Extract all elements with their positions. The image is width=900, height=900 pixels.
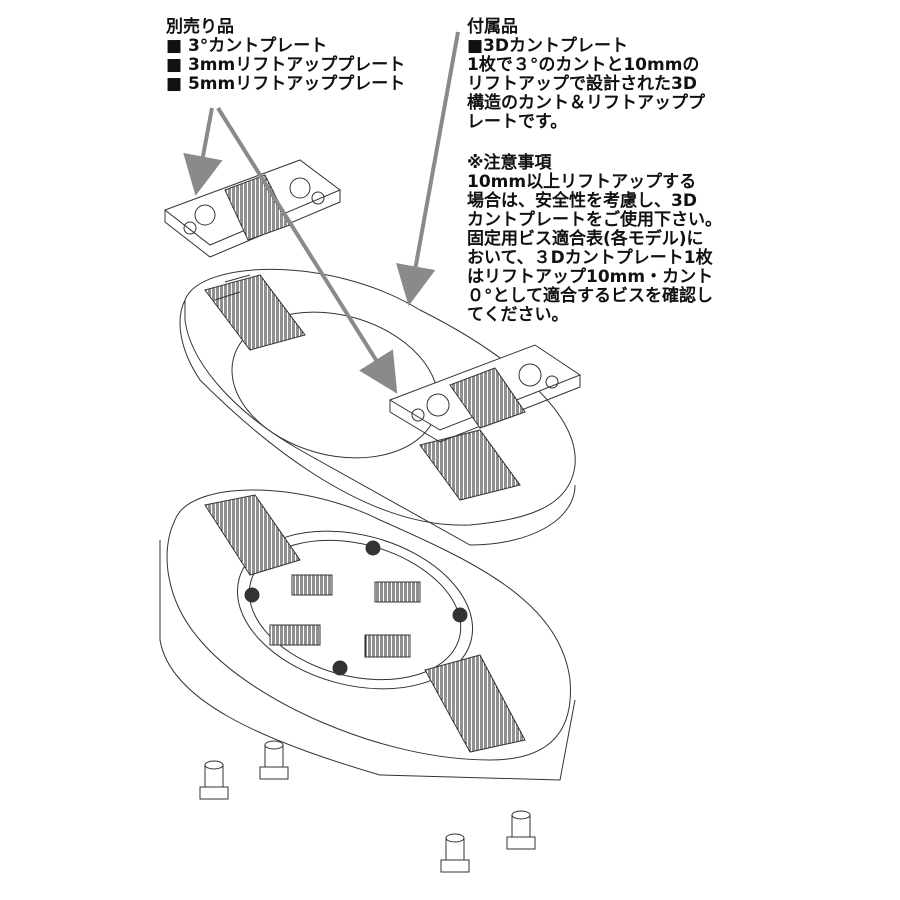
notice-line: 10mm以上リフトアップする <box>467 172 697 192</box>
included-description-line: リフトアップで設計された3D <box>467 74 697 94</box>
notice-line: カントプレートをご使用下さい。 <box>467 210 722 230</box>
included-description-line: 1枚で３°のカントと10mmの <box>467 55 700 75</box>
binding-base <box>159 489 576 781</box>
notice-line: てください。 <box>467 305 569 325</box>
callout-arrows <box>183 31 460 394</box>
notice-line: 場合は、安全性を考慮し、3D <box>467 191 697 211</box>
notice-line: はリフトアップ10mm・カント <box>467 267 714 287</box>
separately-sold-heading: 別売り品 <box>166 17 234 37</box>
upper-cant-plate <box>179 268 576 546</box>
arrow-to-small-plate <box>183 107 223 196</box>
notice-heading: ※注意事項 <box>467 153 552 173</box>
notice-line: おいて、３Dカントプレート1枚 <box>467 248 713 268</box>
notice-block: ※注意事項 10mm以上リフトアップする 場合は、安全性を考慮し、3D カントプ… <box>467 154 722 325</box>
separately-sold-item: ■ 3mmリフトアッププレート <box>166 55 406 75</box>
screw-1 <box>199 760 229 800</box>
screws <box>199 740 536 873</box>
included-description-line: 構造のカント＆リフトアッププ <box>467 93 705 113</box>
notice-line: 固定用ビス適合表(各モデル)に <box>467 229 704 249</box>
included-description-line: レートです。 <box>467 112 568 132</box>
separately-sold-item: ■ 5mmリフトアッププレート <box>166 74 406 94</box>
separately-sold-block: 別売り品 ■ 3°カントプレート ■ 3mmリフトアッププレート ■ 5mmリフ… <box>166 18 405 94</box>
screw-3 <box>506 810 536 850</box>
arrow-to-3d-plate <box>396 31 460 306</box>
included-heading: 付属品 <box>467 17 518 37</box>
included-block: 付属品 ■3Dカントプレート 1枚で３°のカントと10mmの リフトアップで設計… <box>467 18 705 132</box>
optional-cant-plate <box>163 159 341 258</box>
notice-line: ０°として適合するビスを確認し <box>467 286 713 306</box>
separately-sold-item: ■ 3°カントプレート <box>166 36 328 56</box>
arrow-to-right-plate <box>216 106 398 394</box>
screw-4 <box>440 833 470 873</box>
upper-right-plate <box>388 344 582 443</box>
screw-2 <box>259 740 289 780</box>
included-item: ■3Dカントプレート <box>467 36 629 56</box>
